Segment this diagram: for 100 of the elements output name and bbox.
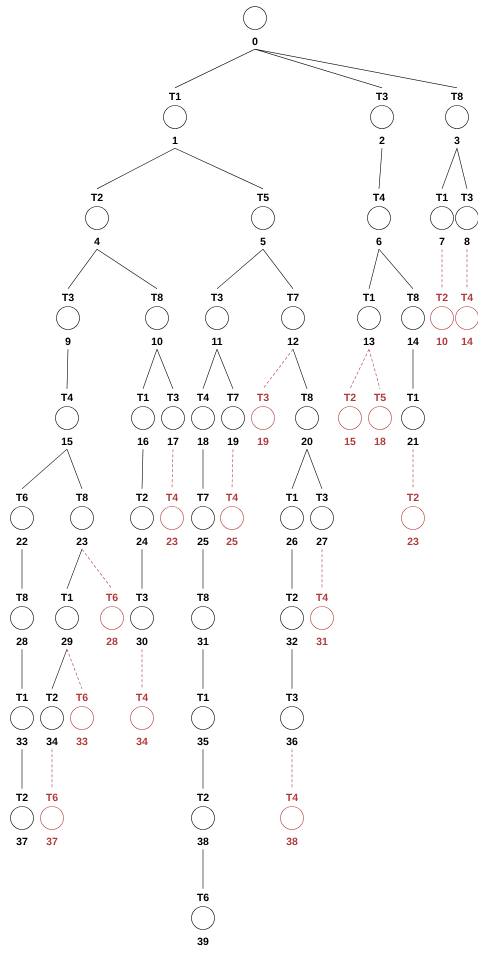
node-number: 23 xyxy=(408,538,418,546)
tree-edge xyxy=(456,148,468,190)
tree-edge xyxy=(202,448,204,490)
tree-edge xyxy=(412,448,414,490)
node-label: T3 xyxy=(211,294,223,302)
tree-edge xyxy=(68,248,98,290)
node-label: T4 xyxy=(286,794,298,801)
tree-edge xyxy=(66,448,82,490)
node-number: 10 xyxy=(436,338,448,346)
node-label: T1 xyxy=(197,694,209,701)
node-label: T3 xyxy=(286,694,298,702)
tree-edge xyxy=(82,548,112,590)
node-number: 35 xyxy=(197,738,209,746)
node-number: 11 xyxy=(212,338,222,345)
tree-edge xyxy=(202,548,204,590)
tree-edge xyxy=(172,448,174,490)
tree-edge xyxy=(96,148,176,190)
node-number: 28 xyxy=(16,638,28,646)
node-label: T2 xyxy=(136,494,148,501)
node-label: T8 xyxy=(151,294,163,302)
node-label: T4 xyxy=(136,694,148,701)
node-number: 16 xyxy=(138,438,148,446)
node-label: T3 xyxy=(461,194,473,202)
node-number: 18 xyxy=(374,438,386,446)
node-label: T1 xyxy=(436,194,448,201)
node-number: 19 xyxy=(258,438,268,446)
node-label: T4 xyxy=(61,394,74,401)
tree-edge xyxy=(292,348,308,390)
node-label: T6 xyxy=(46,794,58,802)
node-number: 27 xyxy=(316,538,328,545)
node-number: 37 xyxy=(46,838,58,846)
node-number: 15 xyxy=(344,438,356,446)
node-number: 36 xyxy=(286,738,298,746)
tree-edge xyxy=(350,348,370,390)
tree-edge xyxy=(216,248,264,290)
node-number: 3 xyxy=(454,136,460,144)
node-number: 12 xyxy=(288,338,298,345)
node-number: 1 xyxy=(172,136,178,144)
node-number: 17 xyxy=(168,438,178,445)
node-number: 34 xyxy=(46,738,58,746)
node-number: 10 xyxy=(152,338,162,346)
node-label: T1 xyxy=(61,594,73,601)
tree-edge xyxy=(378,148,382,190)
tree-edge xyxy=(202,748,204,790)
node-label: T7 xyxy=(287,294,299,301)
node-label: T8 xyxy=(197,594,209,602)
node-label: T4 xyxy=(316,594,328,601)
node-label: T8 xyxy=(301,394,313,402)
tree-edge xyxy=(254,48,382,88)
node-label: T5 xyxy=(257,194,269,202)
tree-edge xyxy=(412,348,414,390)
tree-edge xyxy=(174,48,256,88)
node-label: T1 xyxy=(137,394,149,401)
tree-edge xyxy=(142,448,144,490)
tree-edge xyxy=(202,348,218,390)
node-number: 37 xyxy=(16,838,28,846)
node-number: 39 xyxy=(197,938,208,946)
node-number: 38 xyxy=(286,838,298,846)
tree-edge xyxy=(368,248,380,290)
tree-edge xyxy=(262,348,294,390)
node-number: 26 xyxy=(286,538,298,546)
node-label: T8 xyxy=(16,594,28,602)
node-number: 0 xyxy=(252,38,258,46)
node-label: T2 xyxy=(344,394,356,401)
node-number: 19 xyxy=(228,438,238,446)
node-label: T4 xyxy=(226,494,238,501)
node-number: 9 xyxy=(65,338,71,346)
node-label: T2 xyxy=(286,594,298,601)
tree-edge xyxy=(96,248,158,290)
tree-edge xyxy=(202,848,204,890)
tree-edge xyxy=(262,248,294,290)
node-number: 28 xyxy=(106,638,118,646)
tree-edge xyxy=(174,148,264,190)
node-number: 2 xyxy=(379,136,384,144)
node-label: T2 xyxy=(436,294,448,301)
node-number: 25 xyxy=(226,538,238,546)
node-label: T3 xyxy=(257,394,269,402)
node-label: T2 xyxy=(197,794,209,801)
node-number: 13 xyxy=(364,338,374,346)
node-label: T4 xyxy=(166,494,178,501)
node-number: 30 xyxy=(136,638,148,646)
node-label: T7 xyxy=(227,394,239,401)
node-number: 33 xyxy=(76,738,88,746)
node-number: 29 xyxy=(62,638,72,646)
node-number: 31 xyxy=(197,638,209,646)
tree-edge xyxy=(22,448,68,490)
tree-edge xyxy=(232,448,234,490)
node-label: T2 xyxy=(407,494,419,501)
tree-edge xyxy=(292,448,308,490)
node-label: T6 xyxy=(106,594,118,602)
node-label: T8 xyxy=(451,92,463,100)
node-number: 14 xyxy=(408,338,419,345)
tree-edge xyxy=(368,348,380,390)
tree-edge xyxy=(202,648,204,690)
node-number: 20 xyxy=(302,438,312,446)
node-label: T1 xyxy=(169,92,181,100)
node-number: 5 xyxy=(260,238,266,246)
node-label: T4 xyxy=(373,194,386,201)
tree-edge xyxy=(378,248,414,290)
node-label: T7 xyxy=(197,494,209,501)
